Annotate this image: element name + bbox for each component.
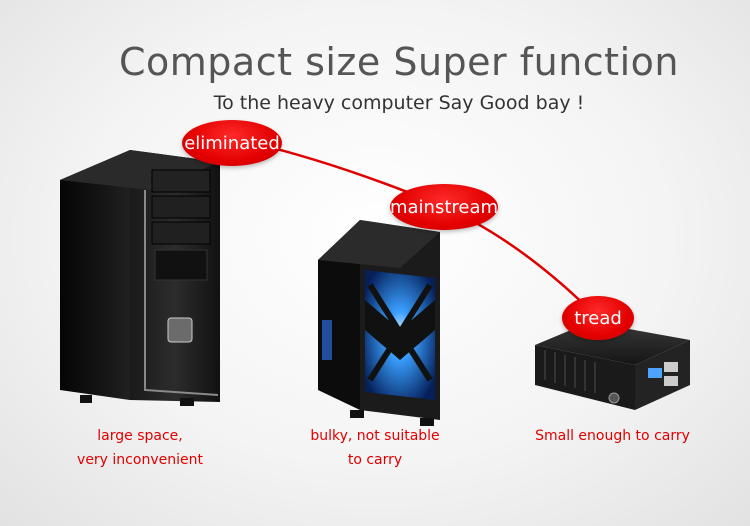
bubble-eliminated: eliminated <box>182 120 282 166</box>
bubble-tread: tread <box>562 296 634 340</box>
caption-large-tower: large space, very inconvenient <box>60 424 220 472</box>
caption-mid-line2: to carry <box>347 452 403 468</box>
caption-mini-pc: Small enough to carry <box>530 424 695 448</box>
large-tower-case <box>60 150 220 406</box>
page-subtitle: To the heavy computer Say Good bay ! <box>213 92 585 114</box>
caption-medium-tower: bulky, not suitable to carry <box>300 424 450 472</box>
bubble-mainstream: mainstream <box>390 184 498 230</box>
medium-tower-case <box>318 220 440 426</box>
caption-large-line1: large space, <box>97 428 183 444</box>
caption-small-line1: Small enough to carry <box>535 428 690 444</box>
page-title: Compact size Super function <box>119 40 679 84</box>
caption-mid-line1: bulky, not suitable <box>310 428 440 444</box>
caption-large-line2: very inconvenient <box>77 452 203 468</box>
